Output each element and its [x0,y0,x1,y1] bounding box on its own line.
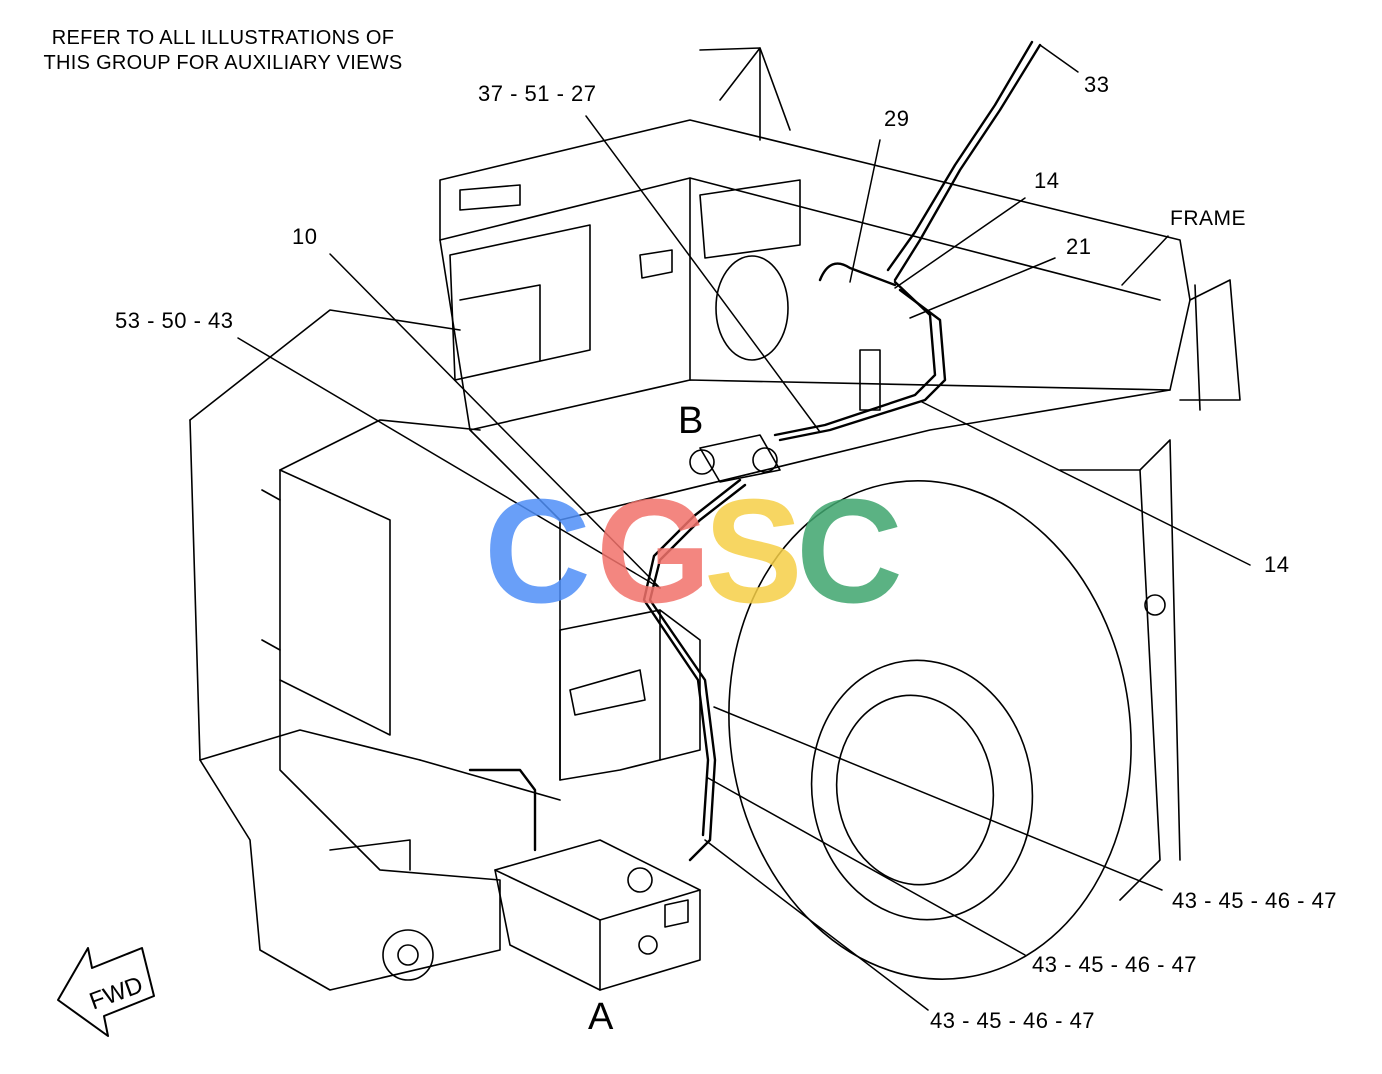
rear-wheel-outline [728,439,1181,980]
reference-note-line2: THIS GROUP FOR AUXILIARY VIEWS [43,52,403,74]
callout-10: 10 [292,224,318,249]
reference-note-line1: REFER TO ALL ILLUSTRATIONS OF [51,27,395,49]
starter-motor-outline [689,434,781,483]
lower-body-outline [189,309,561,991]
electrical-panel-outline [559,609,701,781]
callout-43-45-46-47-c: 43 - 45 - 46 - 47 [930,1008,1096,1033]
battery-box-outline [494,839,701,991]
forward-arrow-outline [57,947,155,1037]
upper-frame-outline [439,47,1241,781]
callout-43-45-46-47-b: 43 - 45 - 46 - 47 [1032,952,1198,977]
wiring-harness [468,40,1042,862]
view-label-b: B [678,400,704,442]
callout-14-right: 14 [1264,552,1290,577]
watermark-letter-g: G [596,469,712,634]
callout-29: 29 [884,106,910,131]
watermark-letter-s: S [704,469,803,634]
callout-14-top: 14 [1034,168,1060,193]
reference-note: REFER TO ALL ILLUSTRATIONS OF THIS GROUP… [18,26,428,76]
callout-33: 33 [1084,72,1110,97]
callout-43-45-46-47-a: 43 - 45 - 46 - 47 [1172,888,1338,913]
watermark-letter-c1: C [484,469,591,634]
callout-53-50-43: 53 - 50 - 43 [115,308,234,333]
watermark-letter-c2: C [796,469,903,634]
leader-lines [237,44,1251,1011]
callout-frame: FRAME [1170,207,1246,230]
callout-37-51-27: 37 - 51 - 27 [478,81,597,106]
callout-21: 21 [1066,234,1092,259]
view-label-a: A [588,996,614,1038]
